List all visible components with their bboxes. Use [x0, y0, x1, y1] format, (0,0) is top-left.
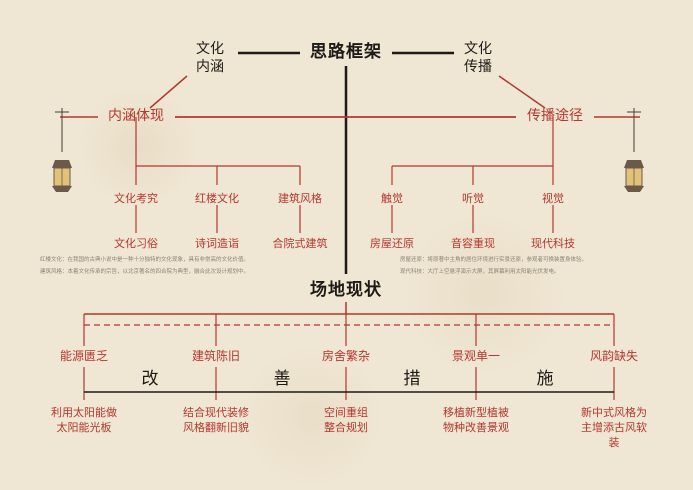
branch-left-label: 内涵体现 — [108, 108, 164, 124]
measure-char: 改 — [141, 369, 159, 389]
solution-text: 空间重组整合规划 — [324, 406, 368, 434]
culture-connotation-line1: 文化 — [196, 41, 224, 57]
problem-label: 风韵缺失 — [589, 349, 639, 363]
left-item-title: 文化考究 — [114, 192, 158, 205]
right-item-sub: 房屋还原 — [370, 237, 414, 250]
left-item-sub: 文化习俗 — [114, 237, 158, 250]
culture-connotation-line2: 内涵 — [196, 59, 224, 75]
site-status-title: 场地现状 — [310, 280, 382, 300]
measure-char: 善 — [273, 369, 291, 389]
right-note: 现代科技：大厅上空悬浮演示大屏，其屏幕利用太阳能光伏发电。 — [400, 269, 560, 275]
right-item-title: 听觉 — [462, 192, 484, 205]
solution-text: 结合现代装修风格翻新旧貌 — [183, 406, 249, 434]
right-note: 房屋还原：将原著中主角的居住环境进行实景还原，参观者可换装置身体验。 — [400, 257, 588, 263]
solution-text: 新中式风格为主增添古风软装 — [581, 406, 647, 449]
left-item-sub: 合院式建筑 — [272, 237, 328, 250]
left-item-title: 建筑风格 — [278, 192, 322, 205]
right-item-title: 触觉 — [381, 192, 403, 205]
lantern-right-icon — [624, 108, 644, 192]
left-item-title: 红楼文化 — [195, 192, 239, 205]
measure-char: 措 — [403, 369, 421, 389]
right-item-sub: 音容重现 — [451, 237, 495, 250]
problem-label: 建筑陈旧 — [191, 349, 241, 363]
branch-right-label: 传播途径 — [527, 108, 583, 124]
right-item-sub: 现代科技 — [531, 237, 575, 250]
problem-label: 房舍繁杂 — [321, 349, 371, 363]
lantern-left-icon — [52, 108, 72, 192]
problem-label: 能源匮乏 — [59, 349, 109, 363]
culture-spread-line2: 传播 — [464, 59, 492, 75]
solution-text: 利用太阳能做太阳能光板 — [51, 406, 117, 434]
left-note: 红楼文化：在我国的古典小说中是一种十分独特的文化现象，具有非常高的文化价值。 — [40, 257, 250, 263]
solution-text: 移植新型植被物种改善景观 — [443, 406, 509, 434]
left-note: 建筑风格：本着文化传承的宗旨，以北京著名的四合院为典型，融合此次设计规划中。 — [40, 269, 250, 275]
right-item-title: 视觉 — [542, 192, 564, 205]
left-item-sub: 诗词造诣 — [195, 237, 239, 250]
page-title: 思路框架 — [310, 42, 382, 62]
culture-spread-line1: 文化 — [464, 41, 492, 57]
problem-label: 景观单一 — [451, 349, 501, 363]
measure-char: 施 — [536, 369, 554, 389]
